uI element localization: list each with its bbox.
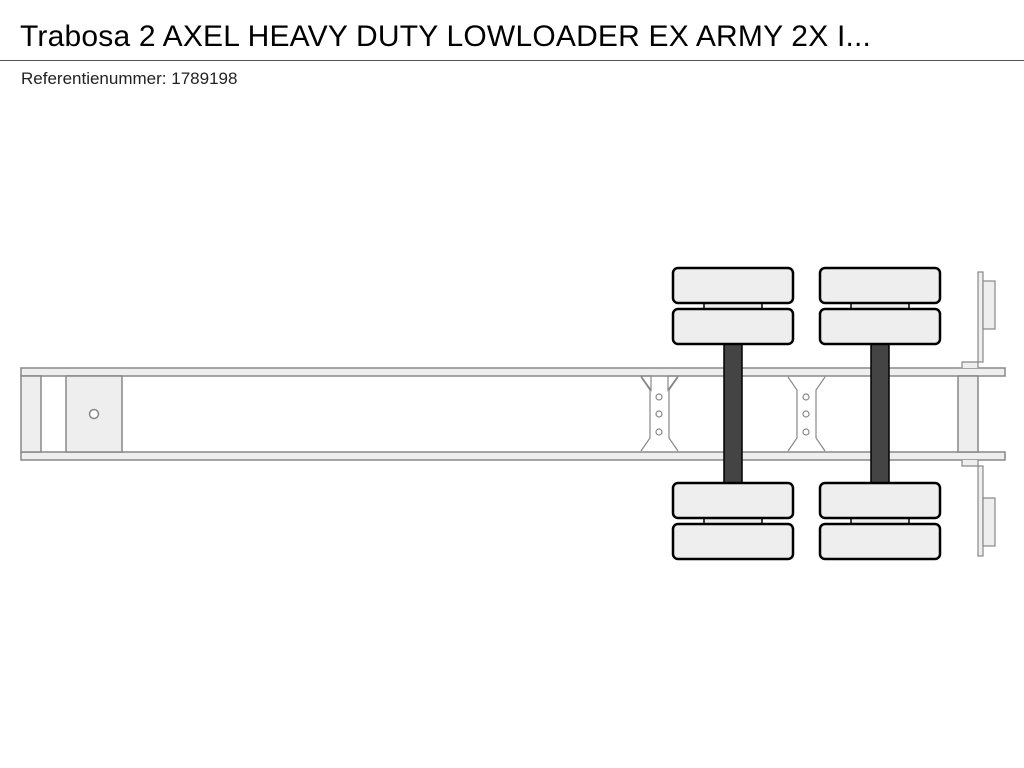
rear-light-top bbox=[982, 280, 996, 330]
axle-1-tire-top-inner bbox=[671, 307, 795, 346]
axle-2-tire-bottom-inner bbox=[818, 481, 942, 520]
chassis-top-rail bbox=[20, 367, 1006, 377]
axle-1-tire-bottom-inner bbox=[671, 481, 795, 520]
axle-1-tube bbox=[723, 343, 743, 485]
kingpin-icon bbox=[88, 408, 100, 420]
rear-bracket-top bbox=[961, 361, 979, 368]
header-divider bbox=[0, 60, 1024, 61]
axle-1-tire-bottom-outer bbox=[671, 522, 795, 561]
rear-light-post-bottom bbox=[977, 465, 984, 557]
axle-2-tire-top-inner bbox=[818, 307, 942, 346]
rear-end-assembly bbox=[957, 271, 996, 557]
axle-2-tire-bottom-outer bbox=[818, 522, 942, 561]
cross-member-1 bbox=[639, 375, 680, 452]
axle-2-tube bbox=[870, 343, 890, 485]
front-end-beam bbox=[20, 375, 42, 453]
reference-label: Referentienummer: bbox=[21, 69, 167, 88]
axle-1-tire-top-outer bbox=[671, 266, 795, 305]
rear-light-post-top bbox=[977, 271, 984, 363]
chassis-bottom-rail bbox=[20, 451, 1006, 461]
rear-bracket-bottom bbox=[961, 460, 979, 467]
rear-light-bottom bbox=[982, 497, 996, 547]
axle-2-tire-top-outer bbox=[818, 266, 942, 305]
reference-number: 1789198 bbox=[171, 69, 238, 88]
reference-line: Referentienummer: 1789198 bbox=[21, 68, 237, 90]
axle-2 bbox=[818, 266, 942, 561]
chassis-frame bbox=[20, 367, 1006, 461]
cross-member-2 bbox=[787, 376, 826, 452]
axle-1 bbox=[671, 266, 795, 561]
rear-end-beam bbox=[957, 375, 979, 453]
page-title: Trabosa 2 AXEL HEAVY DUTY LOWLOADER EX A… bbox=[20, 20, 872, 53]
